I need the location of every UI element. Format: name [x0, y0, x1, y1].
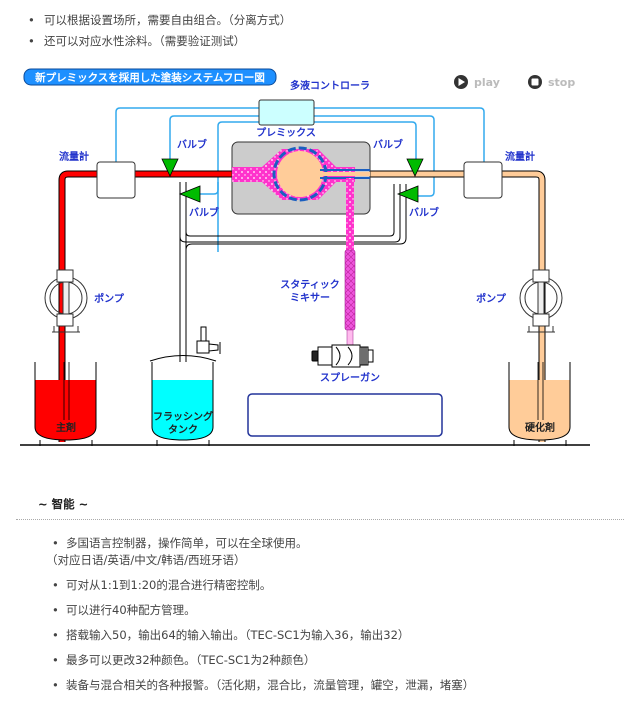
tank-flush: フラッシング タンク: [149, 355, 217, 446]
features-title: ~ 智能 ~: [38, 497, 89, 511]
tank-hardener-label: 硬化剤: [525, 421, 555, 434]
valve-upper-left-label: バルブ: [177, 138, 207, 151]
main-agent-pipe: [59, 171, 235, 442]
pump-left-label: ポンプ: [94, 292, 125, 305]
tank-main-agent: 主剤: [34, 362, 97, 446]
intro-bullet-list: 可以根据设置场所，需要自由组合。（分离方式） 还可以对应水性涂料。（需要验证测试…: [28, 10, 291, 52]
spray-gun: スプレーガン: [311, 344, 380, 384]
valve-upper-right-label: バルブ: [373, 138, 403, 151]
controller-label: 多液コントローラ: [290, 79, 370, 92]
mixed-paint-pipe: [346, 212, 354, 250]
hardener-pipe: [370, 171, 545, 442]
tank-hardener: 硬化剤: [508, 362, 571, 446]
valve-lower-right-label: バルブ: [409, 206, 439, 219]
feature-item: 搭载输入50，输出64的输入输出。（TEC-SC1为输入36，输出32）: [52, 627, 474, 644]
static-mixer-label-2: ミキサー: [290, 292, 330, 304]
static-mixer: スタティック ミキサー: [280, 249, 356, 349]
flowmeter-right-label: 流量計: [505, 150, 535, 163]
intro-bullet: 可以根据设置场所，需要自由组合。（分离方式）: [28, 10, 291, 31]
diagram-title-badge: 新プレミックスを採用した塗装システムフロー図: [23, 68, 277, 86]
signal-lines: [115, 107, 485, 252]
play-label: play: [474, 76, 500, 89]
feature-item: 多国语言控制器，操作简单，可以在全球使用。 （对应日语/英语/中文/韩语/西班牙…: [46, 535, 474, 569]
flowmeter-right: 流量計: [463, 150, 535, 199]
intro-bullet: 还可以对应水性涂料。（需要验证测试）: [28, 31, 291, 52]
valve-lower-left: バルブ: [178, 185, 219, 219]
feature-item: 可以进行40种配方管理。: [52, 602, 474, 619]
diagram-title: 新プレミックスを採用した塗装システムフロー図: [35, 71, 265, 84]
flush-pipe: [179, 182, 407, 362]
section-divider: [16, 519, 624, 520]
valve-upper-left: バルブ: [161, 138, 207, 177]
feature-item: 装备与混合相关的各种报警。（活化期，混合比，流量管理，罐空，泄漏，堵塞）: [52, 677, 474, 694]
feature-item: 最多可以更改32种颜色。（TEC-SC1为2种颜色）: [52, 652, 474, 669]
feature-text: 多国语言控制器，操作简单，可以在全球使用。: [66, 536, 308, 550]
premix-label: プレミックス: [256, 126, 316, 139]
pump-left: ポンプ: [44, 269, 125, 333]
tank-main-agent-label: 主剤: [56, 421, 76, 434]
static-mixer-label-1: スタティック: [280, 279, 339, 291]
features-list: 多国语言控制器，操作简单，可以在全球使用。 （对应日语/英语/中文/韩语/西班牙…: [46, 535, 474, 702]
play-button[interactable]: play: [454, 75, 500, 89]
flowmeter-left: 流量計: [59, 150, 136, 199]
pump-right: ポンプ: [476, 269, 563, 333]
flush-tank-valve: [196, 326, 221, 354]
pump-right-label: ポンプ: [476, 292, 507, 305]
spray-gun-label: スプレーガン: [320, 371, 380, 384]
valve-upper-right: バルブ: [373, 138, 424, 177]
tank-flush-label-1: フラッシング: [153, 410, 213, 423]
valve-lower-right: バルブ: [396, 185, 439, 219]
tank-flush-label-2: タンク: [168, 424, 198, 436]
paint-system-flow-diagram: 新プレミックスを採用した塗装システムフロー図 play stop 多液コントロー…: [20, 68, 590, 446]
premix-unit: プレミックス: [256, 99, 316, 139]
feature-subtext: （对应日语/英语/中文/韩语/西班牙语）: [46, 553, 246, 567]
premix-mixer-block: [231, 141, 371, 215]
valve-lower-left-label: バルブ: [189, 206, 219, 219]
stop-label: stop: [548, 76, 575, 89]
flowmeter-left-label: 流量計: [59, 150, 89, 163]
status-display-box: [247, 393, 443, 437]
feature-item: 可对从1:1到1:20的混合进行精密控制。: [52, 577, 474, 594]
stop-button[interactable]: stop: [528, 75, 575, 89]
